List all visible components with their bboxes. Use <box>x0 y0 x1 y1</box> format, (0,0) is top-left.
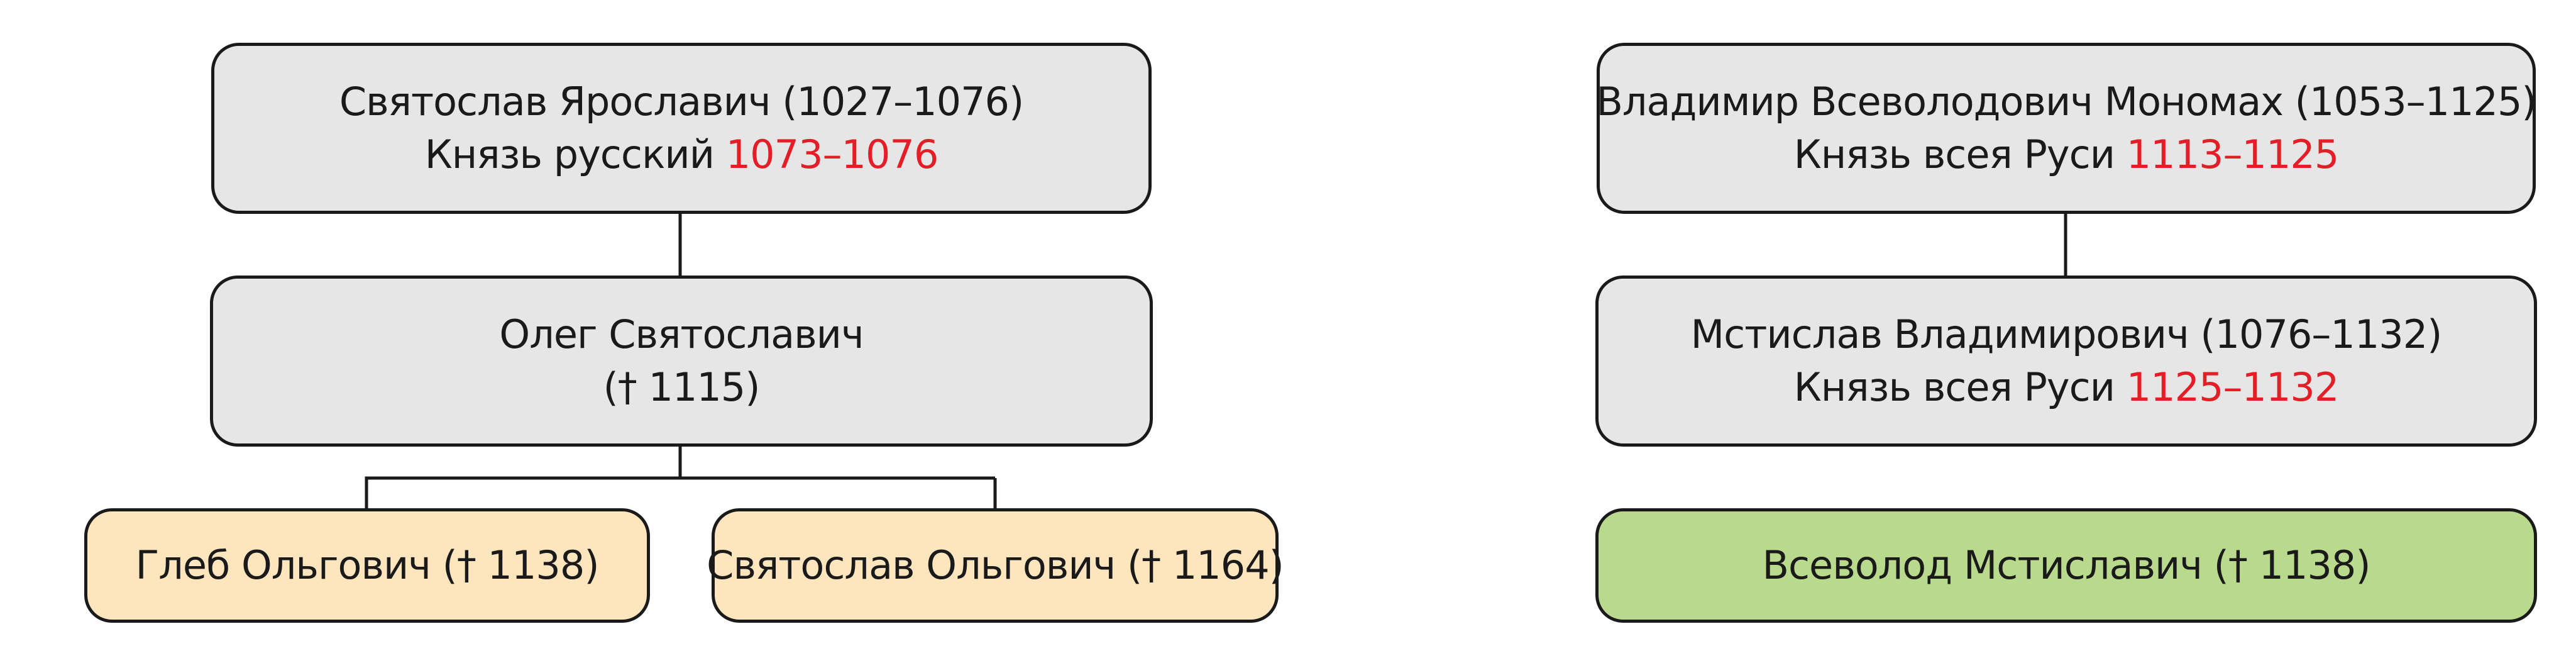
title-text: Князь всея Руси <box>1793 364 2127 410</box>
title-text: Князь русский <box>424 131 726 177</box>
person-box-vsevolod-mstislavich: Всеволод Мстиславич († 1138) <box>1595 508 2537 623</box>
person-box-mstislav-vladimirovich: Мстислав Владимирович (1076–1132) Князь … <box>1595 276 2537 447</box>
person-name: Глеб Ольгович († 1138) <box>135 542 599 588</box>
person-name: Мстислав Владимирович (1076–1132) <box>1690 311 2443 357</box>
person-name: Всеволод Мстиславич († 1138) <box>1762 542 2370 588</box>
person-box-vladimir-monomakh: Владимир Всеволодович Мономах (1053–1125… <box>1596 43 2537 214</box>
person-box-oleg-svyatoslavich: Олег Святославич († 1115) <box>210 276 1153 447</box>
person-title: Князь всея Руси 1113–1125 <box>1793 128 2340 181</box>
person-box-gleb-olgovich: Глеб Ольгович († 1138) <box>84 508 650 623</box>
person-death: († 1115) <box>603 364 761 410</box>
person-name: Святослав Ярославич (1027–1076) <box>339 79 1024 125</box>
connector-oleg-sons <box>365 447 682 508</box>
person-title: Князь русский 1073–1076 <box>424 128 939 181</box>
person-name: Олег Святославич <box>499 311 864 357</box>
reign-years: 1125–1132 <box>2126 364 2340 410</box>
reign-years: 1113–1125 <box>2126 131 2340 177</box>
person-box-svyatoslav-olgovich: Святослав Ольгович († 1164) <box>707 508 1284 623</box>
person-title: Князь всея Руси 1125–1132 <box>1793 361 2340 414</box>
person-name: Владимир Всеволодович Мономах (1053–1125… <box>1596 79 2536 125</box>
title-text: Князь всея Руси <box>1793 131 2127 177</box>
person-box-svyatoslav-yaroslavich: Святослав Ярославич (1027–1076) Князь ру… <box>211 43 1152 214</box>
reign-years: 1073–1076 <box>725 131 939 177</box>
person-name: Святослав Ольгович († 1164) <box>707 542 1284 588</box>
